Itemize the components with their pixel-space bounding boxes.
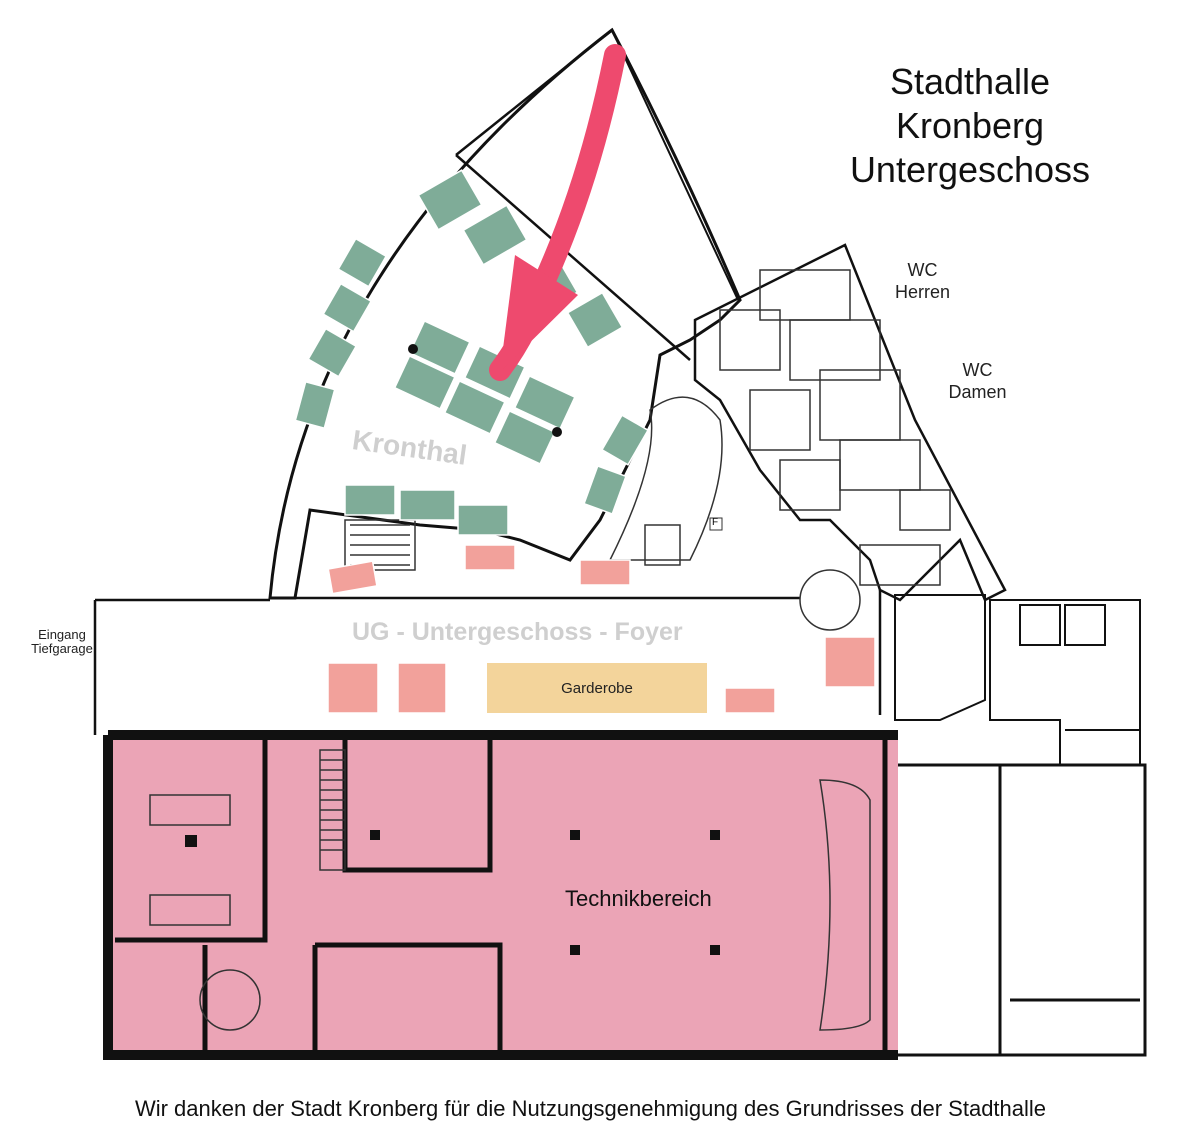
label-wc-herren: WC Herren <box>885 259 960 303</box>
label-eingang-line2: Tiefgarage <box>31 641 93 656</box>
title-line-3: Untergeschoss <box>849 149 1091 190</box>
label-eingang-tiefgarage: Eingang Tiefgarage <box>22 628 102 656</box>
wc-wing-outline <box>693 243 1007 602</box>
garderobe-counter <box>487 663 707 713</box>
technik-area <box>108 735 898 1053</box>
technik-outer-wall <box>103 730 898 1060</box>
label-wc-damen-line1: WC <box>962 360 993 380</box>
label-garderobe: Garderobe <box>561 680 633 697</box>
label-foyer: UG - Untergeschoss - Foyer <box>352 618 683 646</box>
label-technikbereich: Technikbereich <box>565 886 712 911</box>
label-eingang-line1: Eingang <box>38 627 86 642</box>
foyer-outline <box>93 590 882 735</box>
label-wc-damen: WC Damen <box>940 359 1015 403</box>
label-wc-herren-line1: WC <box>907 260 938 280</box>
title-line-1: Stadthalle <box>889 61 1051 102</box>
label-wc-damen-line2: Damen <box>948 382 1007 402</box>
foyer-tables <box>327 544 876 714</box>
credit-text: Wir danken der Stadt Kronberg für die Nu… <box>134 1096 1047 1121</box>
title-line-2: Kronberg <box>895 105 1045 146</box>
kronthal-tables <box>294 169 650 536</box>
plan-title: Stadthalle Kronberg Untergeschoss <box>820 60 1120 192</box>
label-f-marker: F <box>712 517 719 528</box>
label-wc-herren-line2: Herren <box>894 282 951 302</box>
